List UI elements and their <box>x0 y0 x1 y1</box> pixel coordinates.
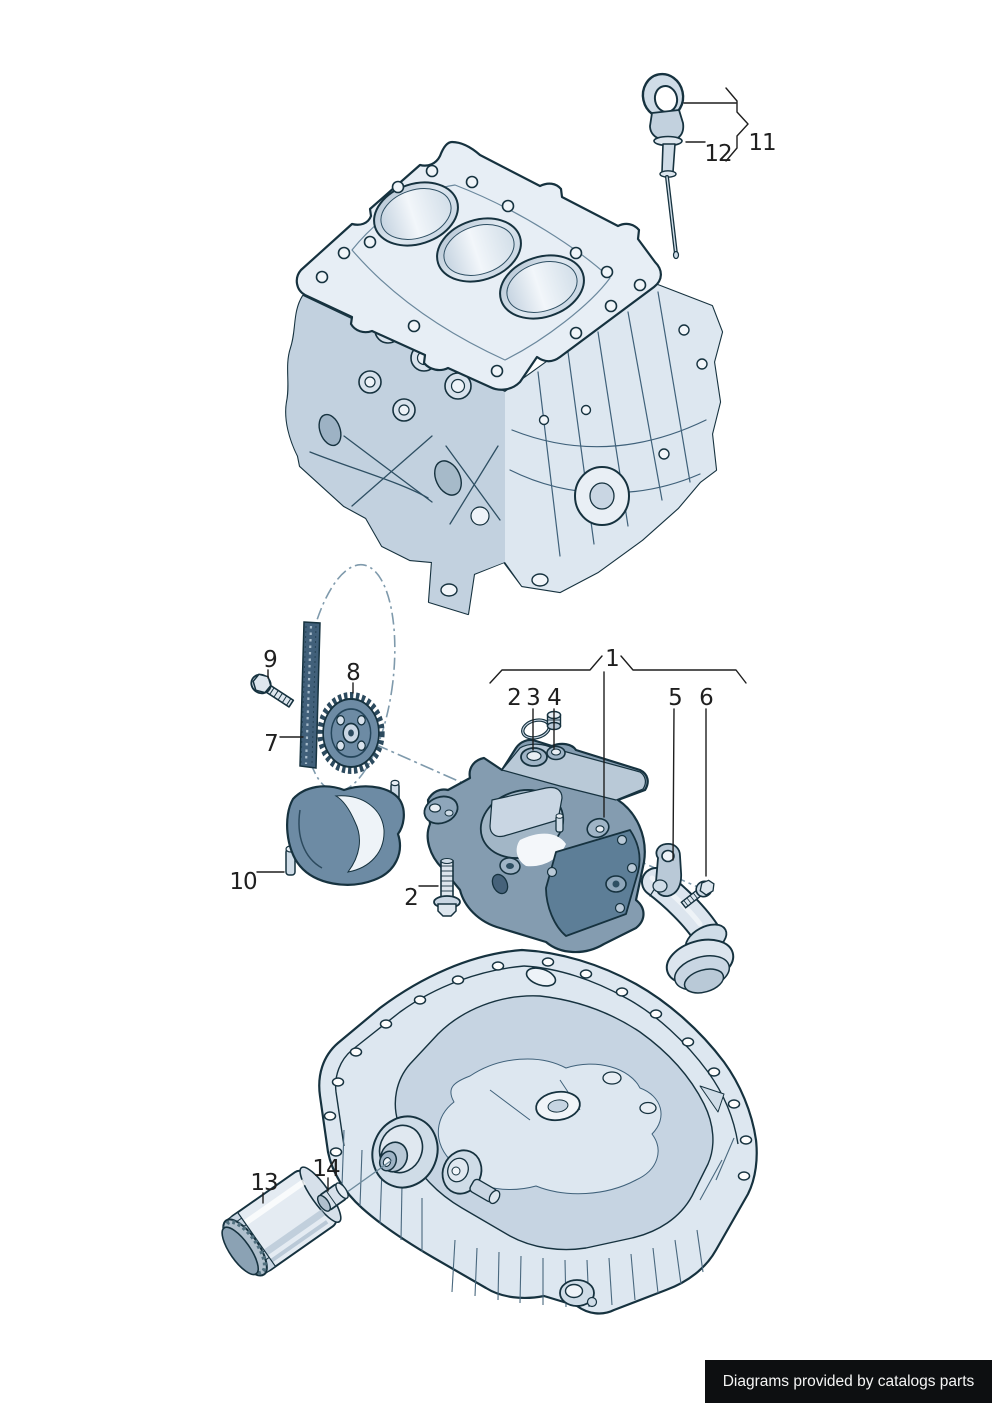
callout-2-bottom: 2 <box>404 885 418 911</box>
callout-10: 10 <box>229 869 257 895</box>
footer-credit-bar: Diagrams provided by catalogs parts <box>705 1360 992 1403</box>
callout-3: 3 <box>526 685 540 711</box>
chain-cover-drawing <box>285 779 405 886</box>
callout-14: 14 <box>312 1156 340 1182</box>
oil-pump-chain-drawing <box>299 621 321 769</box>
oil-pump-sprocket-drawing <box>317 692 385 774</box>
sprocket-bolt-drawing <box>250 673 295 708</box>
dipstick-drawing <box>641 72 685 260</box>
callout-leader-lines <box>256 87 749 1204</box>
callout-9: 9 <box>263 647 277 673</box>
cylinder-bores <box>373 181 585 320</box>
oil-pan-drawing <box>318 948 758 1315</box>
callout-1: 1 <box>605 646 619 672</box>
callout-13: 13 <box>250 1170 277 1196</box>
callout-12: 12 <box>704 141 731 167</box>
engine-block-drawing <box>285 140 724 616</box>
callout-labels: 1 2 3 4 5 6 7 8 9 10 2 11 12 13 14 <box>229 130 776 1196</box>
bracket-1 <box>489 655 747 684</box>
assembly-axis-phantom-line <box>351 733 701 889</box>
suction-pipe-drawing <box>641 843 735 994</box>
seal-ring-drawing <box>521 718 551 740</box>
callout-6: 6 <box>699 685 713 711</box>
bracket-11 <box>725 87 749 162</box>
callout-5: 5 <box>668 685 682 711</box>
callout-2-top: 2 <box>507 685 521 711</box>
callout-4: 4 <box>547 685 561 711</box>
callout-8: 8 <box>346 660 360 686</box>
oil-pump-drawing <box>423 738 649 954</box>
callout-11: 11 <box>748 130 775 156</box>
pump-bolt-drawing <box>433 857 461 917</box>
footer-credit-text: Diagrams provided by catalogs parts <box>722 1372 975 1390</box>
callout-7: 7 <box>264 731 278 757</box>
suction-pipe-bolt-drawing <box>680 879 715 909</box>
